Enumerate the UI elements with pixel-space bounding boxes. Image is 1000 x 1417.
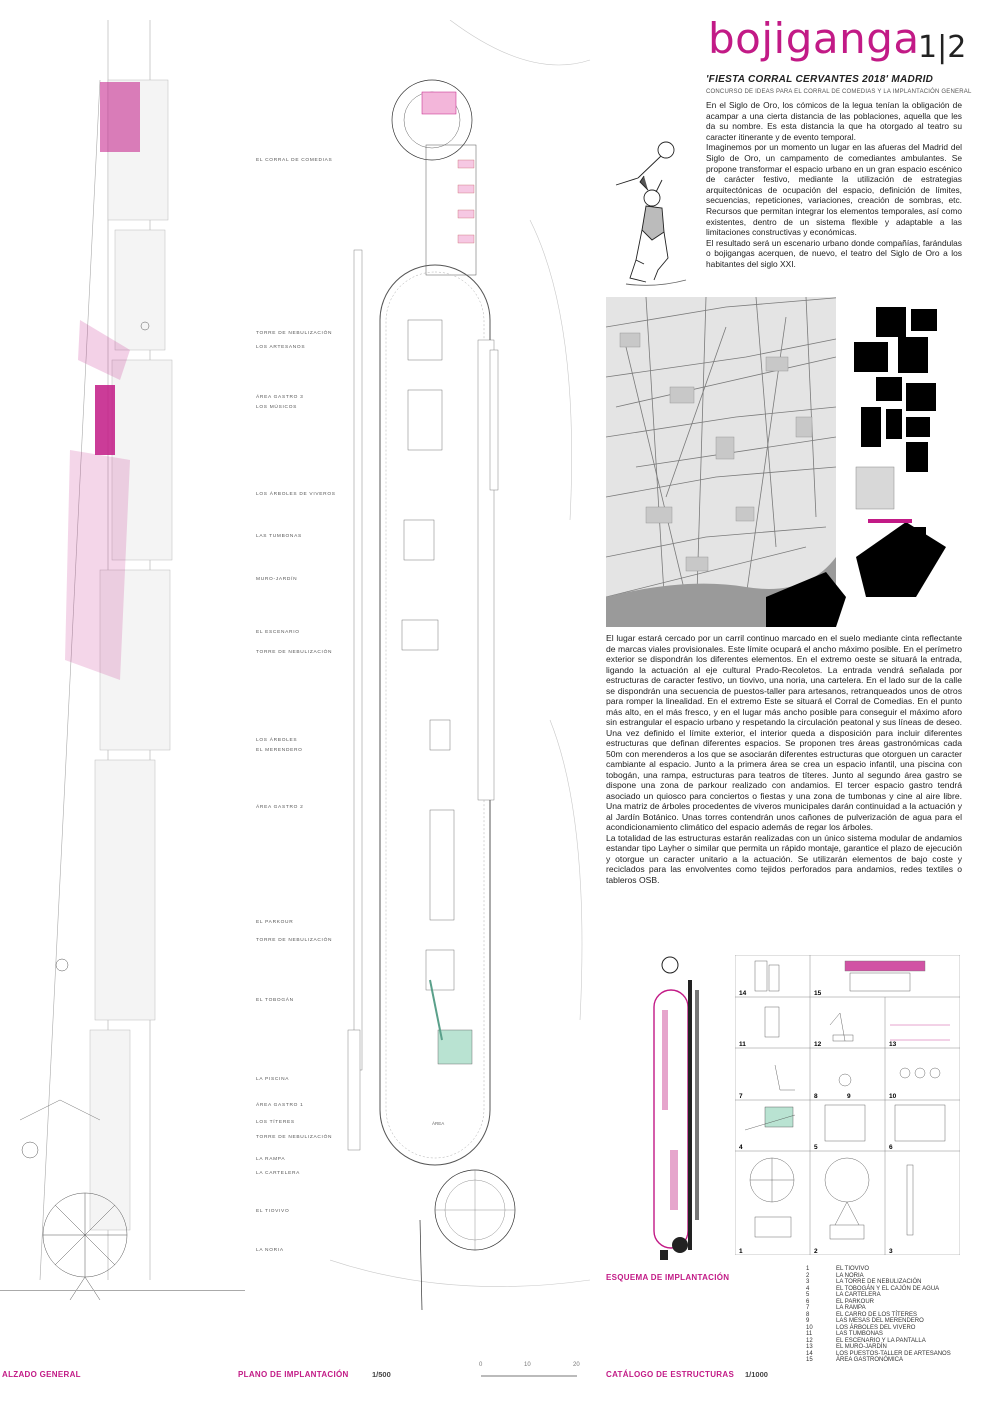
elevation-label: LOS TÍTERES (256, 1120, 295, 1125)
implantation-scheme (653, 956, 699, 1260)
jester-illustration (615, 141, 687, 286)
scheme-title: ESQUEMA DE IMPLANTACIÓN (606, 1273, 730, 1282)
elevation-label: TORRE DE NEBULIZACIÓN (256, 650, 333, 655)
project-subtitle: 'FIESTA CORRAL CERVANTES 2018' MADRID (706, 74, 934, 85)
elevation-label: EL ESCENARIO (256, 630, 300, 635)
elevation-label: EL TIOVIVO (256, 1209, 290, 1214)
thumbnail-number: 2 (814, 1248, 818, 1255)
intro-paragraph: En el Siglo de Oro, los cómicos de la le… (706, 100, 962, 142)
elevation-label: LOS ARTESANOS (256, 345, 306, 350)
elevation-label: EL TOBOGÁN (256, 998, 294, 1003)
elevation-label: TORRE DE NEBULIZACIÓN (256, 331, 333, 336)
elevation-label: LA PISCINA (256, 1077, 290, 1082)
thumbnail-number: 7 (739, 1093, 743, 1100)
thumbnail-number: 12 (814, 1041, 822, 1048)
elevation-label: MURO-JARDÍN (256, 577, 298, 582)
elevation-label: ÁREA GASTRO 1 (256, 1103, 304, 1108)
thumbnail-number: 14 (739, 990, 747, 997)
thumbnail-number: 15 (814, 990, 822, 997)
thumbnail-number: 11 (739, 1041, 746, 1048)
elevation-label: LA NORIA (256, 1248, 284, 1253)
catalog-scale: 1/1000 (745, 1370, 768, 1379)
thumbnail-number: 1 (739, 1248, 743, 1255)
project-title: bojiganga (708, 14, 920, 63)
elevation-label: LA CARTELERA (256, 1171, 301, 1176)
scale-tick: 10 (524, 1362, 531, 1368)
elevation-label: LOS MÚSICOS (256, 405, 298, 410)
catalog-grid: 14 15 11 12 13 7 8 9 10 4 5 6 1 2 3 (734, 954, 961, 1256)
structures-catalog: 14 15 11 12 13 7 8 9 10 4 5 6 1 2 3 (734, 954, 961, 1256)
intro-paragraph: El resultado será un escenario urbano do… (706, 237, 962, 269)
elevation-title: ALZADO GENERAL (2, 1370, 81, 1379)
page-number: 1|2 (918, 30, 967, 65)
site-plan-title: PLANO DE IMPLANTACIÓN (238, 1370, 349, 1379)
thumbnail-number: 5 (814, 1144, 818, 1151)
thumbnail-number: 13 (889, 1041, 897, 1048)
thumbnail-number: 3 (889, 1248, 893, 1255)
thumbnail-number: 4 (739, 1144, 743, 1151)
elevation-label: ÁREA GASTRO 3 (256, 395, 304, 400)
elevation-label: LOS ÁRBOLES DE VIVEROS (256, 492, 336, 497)
thumbnail-number: 9 (847, 1093, 851, 1100)
elevation-label: EL CORRAL DE COMEDIAS (256, 158, 333, 163)
description-paragraph: La totalidad de las estructuras estarán … (606, 832, 962, 885)
elevation-label: TORRE DE NEBULIZACIÓN (256, 1135, 333, 1140)
thumbnail-number: 8 (814, 1093, 818, 1100)
description-text: El lugar estará cercado por un carril co… (606, 633, 962, 885)
intro-text: En el Siglo de Oro, los cómicos de la le… (706, 100, 962, 270)
site-map (606, 297, 962, 627)
elevation-label: LOS ÁRBOLES (256, 738, 298, 743)
description-paragraph: El lugar estará cercado por un carril co… (606, 633, 962, 832)
scale-tick: 0 (479, 1362, 483, 1368)
elevation-label: ÁREA GASTRO 2 (256, 805, 304, 810)
elevation-label: LA RAMPA (256, 1157, 286, 1162)
scale-tick: 20 (573, 1362, 580, 1368)
elevation-label: EL PARKOUR (256, 920, 294, 925)
competition-subtitle: CONCURSO DE IDEAS PARA EL CORRAL DE COME… (706, 89, 972, 95)
site-plan-drawing (330, 20, 591, 1311)
elevation-label: EL MERENDERO (256, 748, 303, 753)
elevation-label: LAS TUMBONAS (256, 534, 302, 539)
catalog-title: CATÁLOGO DE ESTRUCTURAS (606, 1370, 735, 1379)
intro-paragraph: Imaginemos por un momento un lugar en la… (706, 142, 962, 238)
site-plan-scale: 1/500 (372, 1370, 391, 1379)
thumbnail-number: 10 (889, 1093, 897, 1100)
elevation-label: TORRE DE NEBULIZACIÓN (256, 938, 333, 943)
thumbnail-number: 6 (889, 1144, 893, 1151)
general-elevation-drawing (0, 20, 245, 1301)
scale-bar (481, 1375, 577, 1377)
plan-note: ÁREA (432, 1121, 445, 1126)
